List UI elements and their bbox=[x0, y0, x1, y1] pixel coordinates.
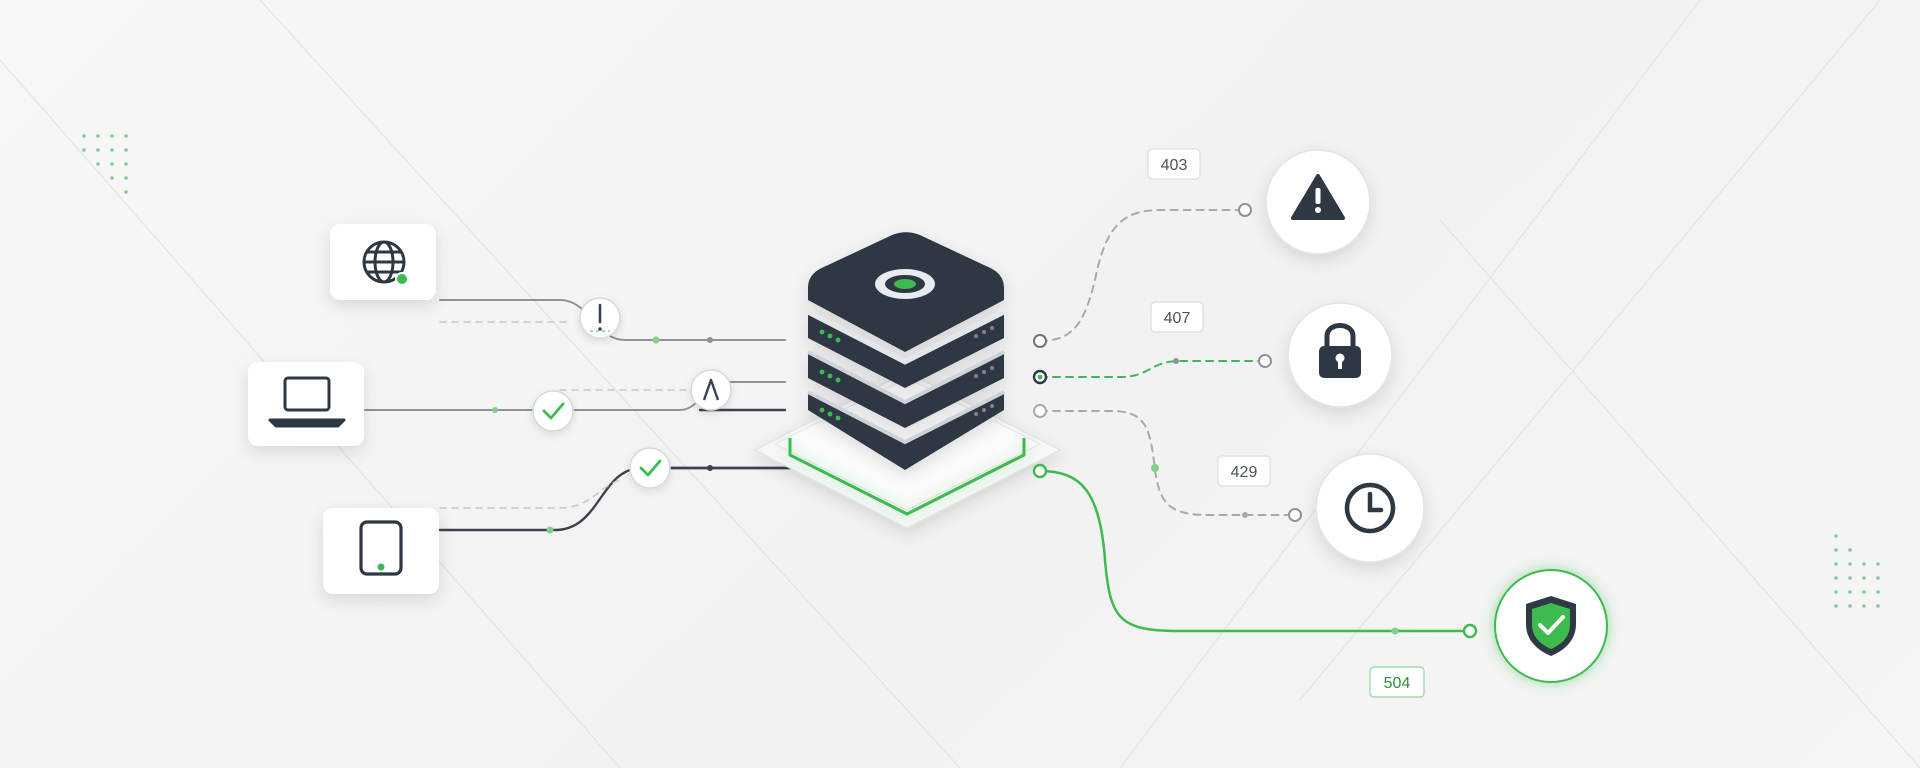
connector-phone bbox=[438, 466, 792, 532]
status-code-403: 403 bbox=[1161, 157, 1188, 174]
outcome-lock bbox=[1287, 302, 1393, 408]
connector-407 bbox=[1039, 360, 1266, 378]
clock-icon bbox=[1344, 482, 1396, 534]
outcome-clock bbox=[1315, 453, 1425, 563]
connector-504 bbox=[1038, 469, 1472, 633]
status-code-504: 504 bbox=[1384, 675, 1411, 692]
status-code-429: 429 bbox=[1231, 464, 1258, 481]
server-stack-icon bbox=[806, 232, 1006, 470]
checkpoint-check-phone bbox=[629, 447, 671, 489]
client-card-phone bbox=[323, 508, 439, 594]
checkpoint-alert-globe bbox=[579, 297, 621, 339]
warning-icon bbox=[1291, 174, 1345, 220]
outcome-success bbox=[1494, 569, 1608, 683]
checkpoint-check-laptop bbox=[532, 390, 574, 432]
status-tag-407: 407 bbox=[1150, 301, 1204, 333]
globe-icon bbox=[362, 240, 406, 284]
status-code-407: 407 bbox=[1164, 310, 1191, 327]
outcome-warning bbox=[1265, 149, 1371, 255]
shield-check-icon bbox=[1526, 596, 1576, 656]
status-tag-403: 403 bbox=[1147, 148, 1201, 180]
dot-grid-left bbox=[82, 134, 128, 194]
connector-403 bbox=[1039, 209, 1246, 342]
checkpoint-alert-laptop bbox=[690, 369, 732, 411]
outgoing-connectors bbox=[1032, 203, 1478, 639]
status-tag-504: 504 bbox=[1369, 666, 1425, 698]
incoming-connectors bbox=[364, 299, 792, 534]
laptop-icon bbox=[268, 376, 346, 428]
lock-icon bbox=[1319, 323, 1361, 378]
client-card-laptop bbox=[248, 362, 364, 446]
smartphone-icon bbox=[359, 520, 403, 576]
dot-grid-right bbox=[1834, 534, 1880, 608]
status-tag-429: 429 bbox=[1217, 455, 1271, 487]
client-card-globe bbox=[330, 224, 436, 300]
